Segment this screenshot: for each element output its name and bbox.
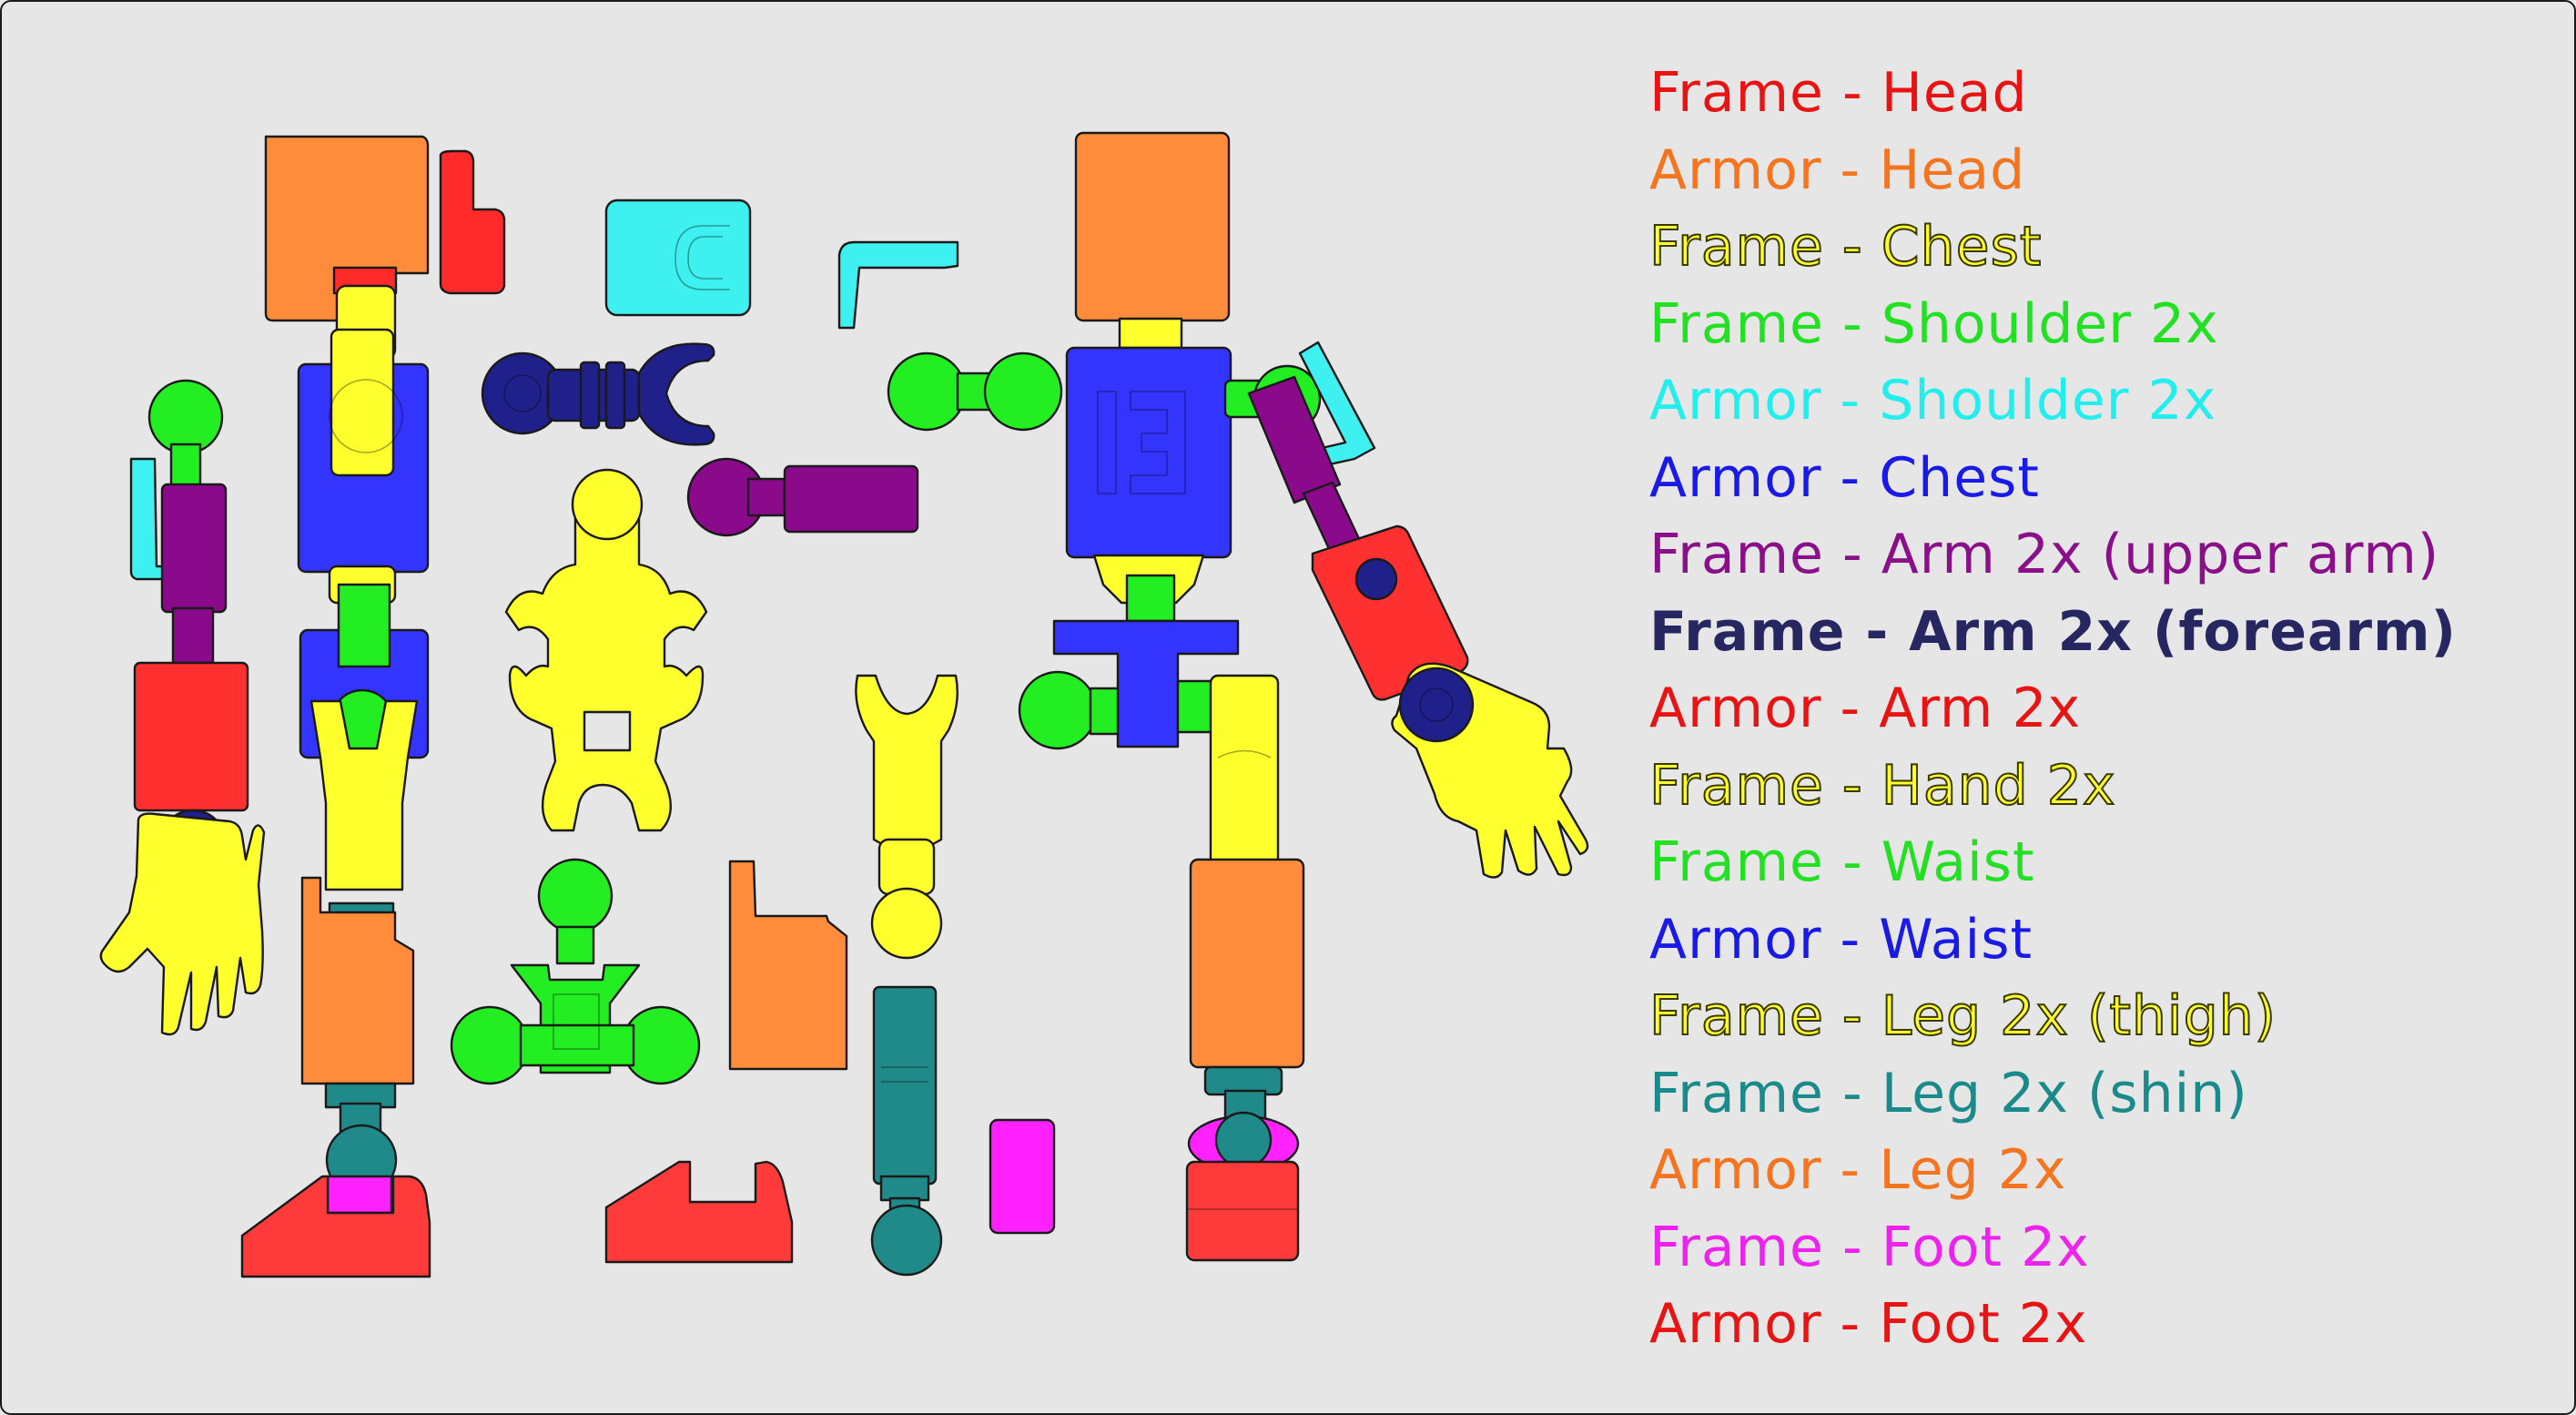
- frame-thigh-loose: [855, 674, 958, 960]
- parts-layout: [99, 131, 1589, 1278]
- frame-chest-neck-right: [1118, 317, 1183, 350]
- frame-shoulder-ball-left: [147, 379, 224, 455]
- frame-upper-arm-right: [1247, 375, 1342, 504]
- frame-foot-loose: [989, 1118, 1056, 1235]
- frame-upper-arm-neck-left: [171, 606, 215, 665]
- frame-thigh-right: [1209, 674, 1280, 872]
- frame-head-left: [439, 149, 506, 295]
- armor-shoulder-bracket: [837, 240, 959, 330]
- legend-item: Frame - Waist: [1649, 830, 2035, 894]
- frame-chest-column: [330, 328, 395, 477]
- legend-item: Armor - Arm 2x: [1649, 677, 2082, 740]
- armor-shoulder-square: [604, 199, 752, 317]
- frame-upper-arm-loose: [686, 457, 919, 537]
- legend-item: Frame - Foot 2x: [1649, 1215, 2090, 1279]
- frame-shoulder-neck-left: [169, 443, 202, 492]
- armor-chest-right: [1065, 346, 1232, 559]
- frame-forearm-loose: [481, 342, 715, 446]
- legend-item: Armor - Foot 2x: [1649, 1292, 2088, 1356]
- frame-waist-loose: [450, 858, 701, 1085]
- armor-foot-left: [240, 1175, 431, 1278]
- legend-item: Frame - Hand 2x: [1648, 753, 2116, 819]
- legend-item: Armor - Shoulder 2x: [1649, 369, 2217, 433]
- frame-shoulder-ball-r2: [983, 351, 1063, 432]
- legend-item: Armor - Leg 2x: [1649, 1138, 2067, 1202]
- legend-item: Frame - Chest: [1648, 214, 2043, 280]
- frame-hand-left: [99, 812, 266, 1036]
- right-arm: [1223, 341, 1589, 879]
- frame-chest-loose-ball: [571, 468, 644, 541]
- armor-foot-loose: [604, 1160, 794, 1264]
- legend-item: Armor - Chest: [1649, 445, 2040, 510]
- left-figure: [99, 135, 506, 1278]
- frame-waist-left: [337, 583, 391, 668]
- legend-item: Armor - Head: [1649, 137, 2026, 202]
- frame-chest-loose: [504, 510, 708, 832]
- legend-item: Frame - Leg 2x (shin): [1649, 1061, 2248, 1125]
- chest-emblem: [1097, 391, 1186, 494]
- frame-waist-hip-ball-r: [1018, 670, 1098, 750]
- frame-forearm-joint-right: [1398, 667, 1475, 743]
- armor-waist-right: [1052, 619, 1240, 748]
- armor-arm-right: [1311, 524, 1469, 701]
- loose-parts: [450, 199, 1056, 1277]
- legend-item: Frame - Head: [1649, 61, 2028, 125]
- right-figure: [887, 131, 1589, 1262]
- legend-item: Armor - Waist: [1649, 907, 2033, 972]
- frame-shin-loose: [870, 985, 943, 1277]
- legend-item: Frame - Arm 2x (upper arm): [1649, 523, 2440, 586]
- armor-leg-loose: [728, 860, 848, 1071]
- frame-foot-left: [326, 1175, 393, 1215]
- frame-shoulder-ball-r1: [887, 351, 967, 432]
- legend-item: Frame - Shoulder 2x: [1649, 291, 2219, 356]
- legend-item: Frame - Arm 2x (forearm): [1649, 599, 2457, 664]
- frame-thigh-left: [309, 699, 419, 891]
- armor-head-right: [1074, 131, 1231, 322]
- legend-item: Frame - Leg 2x (thigh): [1648, 983, 2277, 1049]
- armor-foot-right: [1185, 1160, 1300, 1262]
- armor-leg-right: [1189, 858, 1305, 1069]
- armor-arm-left: [133, 661, 249, 812]
- frame-upper-arm-left: [160, 483, 228, 614]
